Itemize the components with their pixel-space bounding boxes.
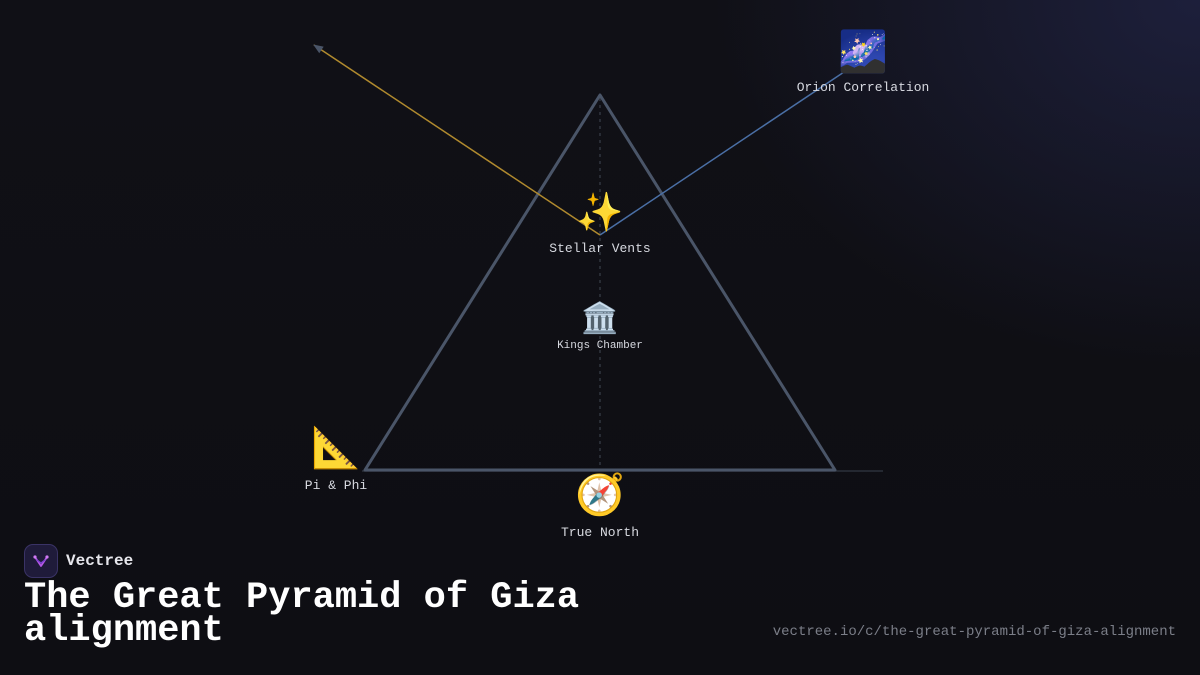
node-label: Orion Correlation: [796, 80, 930, 95]
node-kings-chamber: 🏛️ Kings Chamber: [557, 301, 643, 353]
edge-stellar-upper-left: [313, 44, 601, 236]
edge-stellar-orion: [599, 59, 863, 236]
brand[interactable]: Vectree: [24, 544, 133, 578]
node-stellar-vents: ✨ Stellar Vents: [549, 193, 650, 256]
page-title: The Great Pyramid of Giza alignment: [24, 577, 580, 652]
node-pi-phi: 📐 Pi & Phi: [305, 428, 367, 493]
sparkles-icon: ✨: [576, 190, 624, 234]
source-url[interactable]: vectree.io/c/the-great-pyramid-of-giza-a…: [772, 624, 1176, 640]
node-true-north: 🧭 True North: [561, 475, 639, 540]
triangular-ruler-icon: 📐: [311, 425, 361, 471]
brand-name: Vectree: [66, 552, 134, 570]
classical-building-icon: 🏛️: [581, 301, 619, 336]
pyramid-outline: [363, 93, 837, 472]
node-label: Pi & Phi: [304, 478, 368, 493]
node-label: Kings Chamber: [557, 340, 643, 352]
node-label: Stellar Vents: [549, 241, 651, 256]
node-label: True North: [560, 525, 640, 540]
vectree-logo-icon: [24, 544, 58, 578]
node-orion-correlation: 🌌 Orion Correlation: [797, 32, 930, 95]
compass-icon: 🧭: [575, 472, 625, 518]
galaxy-icon: 🌌: [838, 29, 888, 75]
